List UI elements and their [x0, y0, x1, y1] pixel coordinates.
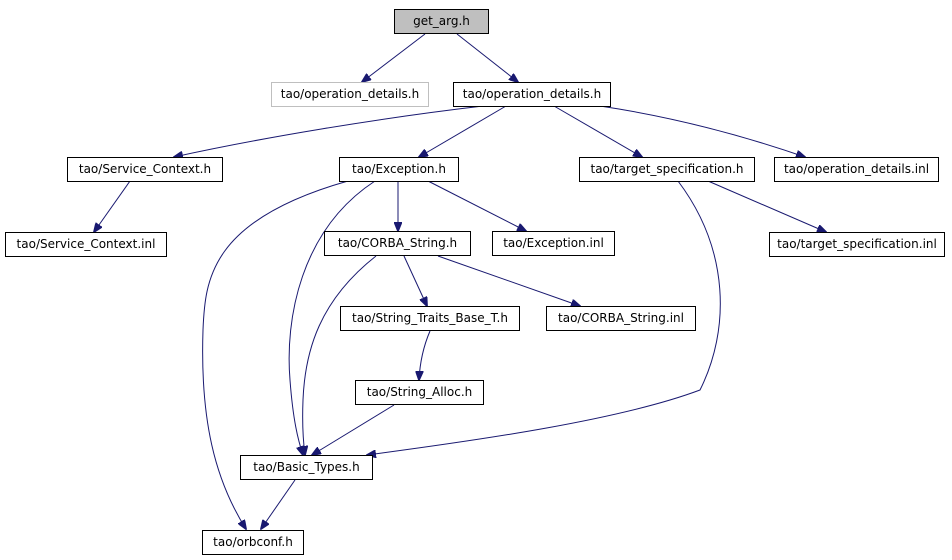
node-get-arg-h: get_arg.h: [394, 9, 489, 34]
edge-basic-types-to-orbconf: [261, 479, 296, 529]
edge-corba-string-to-inl: [437, 255, 580, 306]
node-service-context-inl[interactable]: tao/Service_Context.inl: [5, 232, 167, 257]
node-service-context-h[interactable]: tao/Service_Context.h: [67, 157, 223, 182]
node-operation-details-h[interactable]: tao/operation_details.h: [453, 82, 611, 107]
node-target-specification-inl[interactable]: tao/target_specification.inl: [769, 232, 945, 257]
node-exception-h[interactable]: tao/Exception.h: [339, 157, 459, 182]
edge-string-traits-to-string-alloc: [419, 330, 431, 380]
edge-target-spec-to-basic-types: [367, 180, 721, 455]
edge-opdetails-to-service-context: [174, 105, 484, 157]
edge-service-context-to-inl: [94, 180, 131, 232]
edge-root-to-opdetails: [456, 33, 518, 82]
node-target-specification-h[interactable]: tao/target_specification.h: [579, 157, 755, 182]
node-corba-string-inl[interactable]: tao/CORBA_String.inl: [546, 306, 696, 331]
edge-root-to-opdetails-ghost: [362, 33, 426, 82]
node-exception-inl[interactable]: tao/Exception.inl: [492, 231, 615, 256]
node-corba-string-h[interactable]: tao/CORBA_String.h: [324, 231, 471, 256]
edge-opdetails-to-exception: [419, 105, 507, 157]
node-orbconf-h[interactable]: tao/orbconf.h: [202, 530, 304, 555]
node-string-alloc-h[interactable]: tao/String_Alloc.h: [355, 380, 484, 405]
edge-string-alloc-to-basic-types: [312, 404, 395, 455]
edge-exception-to-exception-inl: [427, 180, 526, 231]
node-basic-types-h[interactable]: tao/Basic_Types.h: [240, 455, 373, 480]
edge-opdetails-to-target-spec: [553, 105, 642, 157]
edge-target-spec-to-inl: [707, 180, 826, 232]
node-operation-details-inl[interactable]: tao/operation_details.inl: [774, 157, 939, 182]
edge-opdetails-to-opdetails-inl: [599, 105, 805, 157]
node-operation-details-h-ghost: tao/operation_details.h: [271, 82, 429, 107]
edge-exception-to-orbconf: [202, 180, 349, 529]
node-string-traits-base-t-h[interactable]: tao/String_Traits_Base_T.h: [340, 306, 520, 331]
edge-corba-string-to-string-traits: [403, 255, 427, 306]
edge-corba-string-to-basic-types: [303, 255, 377, 455]
edge-exception-to-basic-types: [288, 180, 376, 455]
